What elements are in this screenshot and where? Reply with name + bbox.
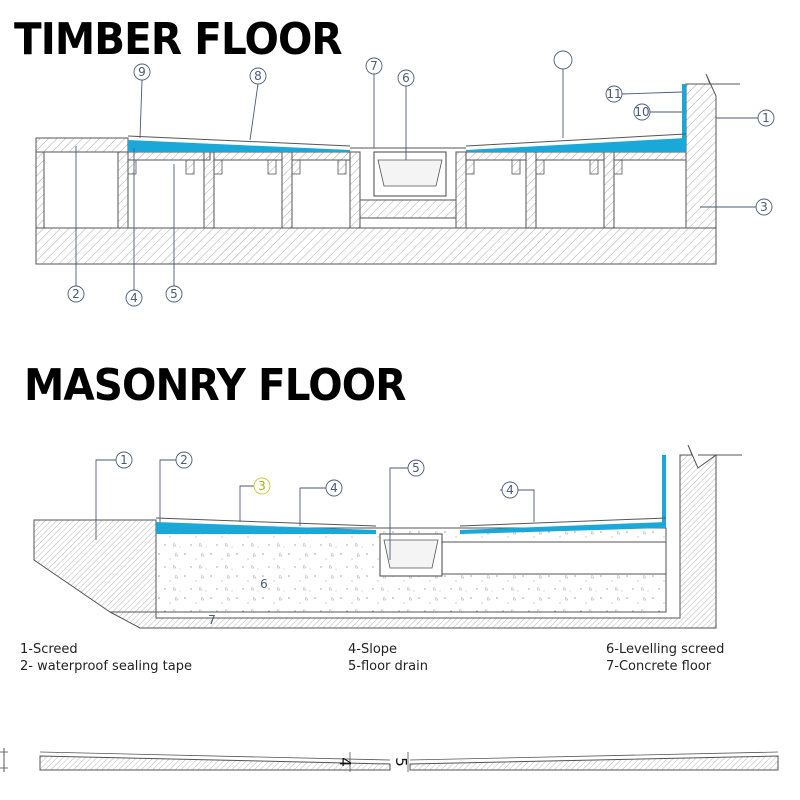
masonry-callout-7: 7	[208, 613, 216, 627]
timber-callout-1: 1	[762, 111, 770, 125]
timber-waterproof-upstand	[682, 84, 686, 140]
timber-right-wall	[685, 73, 717, 229]
masonry-callout-2: 2	[180, 453, 188, 467]
masonry-callout-3: 3	[258, 479, 266, 493]
masonry-callouts	[95, 459, 535, 560]
legend-item-concrete-floor: 7-Concrete floor	[606, 659, 712, 674]
timber-floor-section: 9 8 7 6 11 10 1 3 2 4 5	[35, 50, 775, 307]
timber-callout-10: 10	[634, 105, 649, 119]
timber-left-post	[35, 151, 45, 229]
legend-item-sealing-tape: 2- waterproof sealing tape	[20, 659, 192, 674]
timber-slope-right	[465, 133, 687, 147]
timber-callout-5: 5	[170, 287, 178, 301]
profile-label-4: 4	[336, 757, 354, 767]
profile-label-5: 5	[392, 757, 410, 767]
timber-joists	[117, 151, 687, 229]
masonry-callout-6: 6	[260, 577, 268, 591]
timber-waterproof-left	[128, 140, 350, 152]
masonry-waterproof-upstand	[662, 455, 666, 525]
masonry-waterproof-right	[460, 522, 666, 534]
timber-base-slab	[35, 227, 717, 265]
slope-profile-strip: 4 5	[0, 748, 779, 772]
timber-notches	[127, 159, 623, 175]
legend-item-slope: 4-Slope	[348, 642, 398, 657]
timber-callouts	[67, 50, 775, 307]
legend-item-floor-drain: 5-floor drain	[348, 659, 428, 674]
masonry-floor-heading: MASONRY FLOOR	[24, 360, 406, 411]
masonry-callout-circles	[115, 451, 519, 499]
timber-callout-2: 2	[72, 287, 80, 301]
masonry-slope-right	[459, 517, 667, 527]
timber-left-board	[35, 137, 129, 153]
masonry-callout-4a: 4	[330, 481, 338, 495]
timber-callout-3: 3	[760, 200, 768, 214]
masonry-concrete-floor	[109, 444, 717, 629]
masonry-slope-left	[155, 517, 377, 527]
timber-callout-4: 4	[130, 291, 138, 305]
timber-drain-support	[359, 199, 457, 219]
masonry-drain-pipe	[439, 541, 667, 575]
timber-floor-heading: TIMBER FLOOR	[14, 14, 343, 65]
masonry-callout-5: 5	[412, 461, 420, 475]
masonry-waterproof-left	[156, 522, 376, 534]
legend-item-screed: 1-Screed	[20, 642, 78, 657]
timber-slope-left	[127, 135, 351, 147]
timber-waterproof-right	[466, 138, 686, 152]
masonry-callout-4b: 4	[506, 483, 514, 497]
timber-callout-6: 6	[402, 71, 410, 85]
timber-callout-11: 11	[606, 87, 621, 101]
masonry-callout-1: 1	[120, 453, 128, 467]
timber-callout-7: 7	[370, 59, 378, 73]
timber-callout-9: 9	[138, 65, 146, 79]
masonry-screed-left	[33, 519, 157, 613]
legend-item-levelling-screed: 6-Levelling screed	[606, 642, 725, 657]
masonry-floor-section: 1 2 3 4 5 4 6 7	[33, 444, 742, 629]
timber-callout-8: 8	[254, 69, 262, 83]
